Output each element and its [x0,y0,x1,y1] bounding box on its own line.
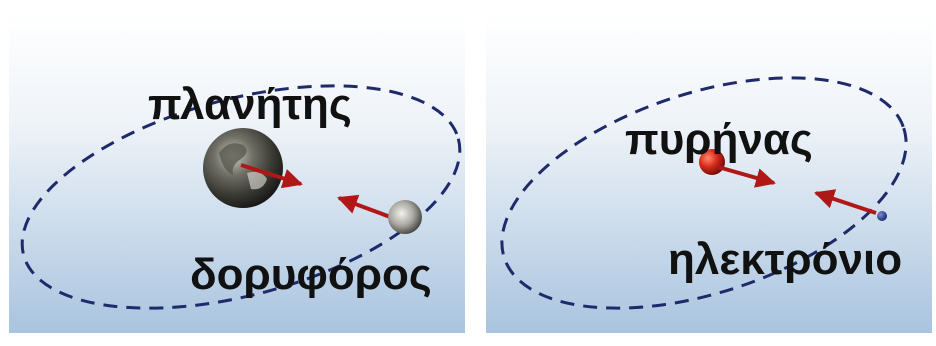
planet-satellite-panel: πλανήτης δορυφόρος [9,13,465,333]
earth-icon [203,128,283,208]
electron-label: ηλεκτρόνιο [668,238,902,282]
planet-label: πλανήτης [148,83,352,127]
nucleus-electron-panel: πυρήνας ηλεκτρόνιο [486,13,932,333]
nucleus-label: πυρήνας [625,118,813,162]
nucleus-electron-diagram [486,13,932,333]
satellite-label: δορυφόρος [190,253,432,297]
electron-icon [877,211,887,221]
moon-icon [388,200,422,234]
